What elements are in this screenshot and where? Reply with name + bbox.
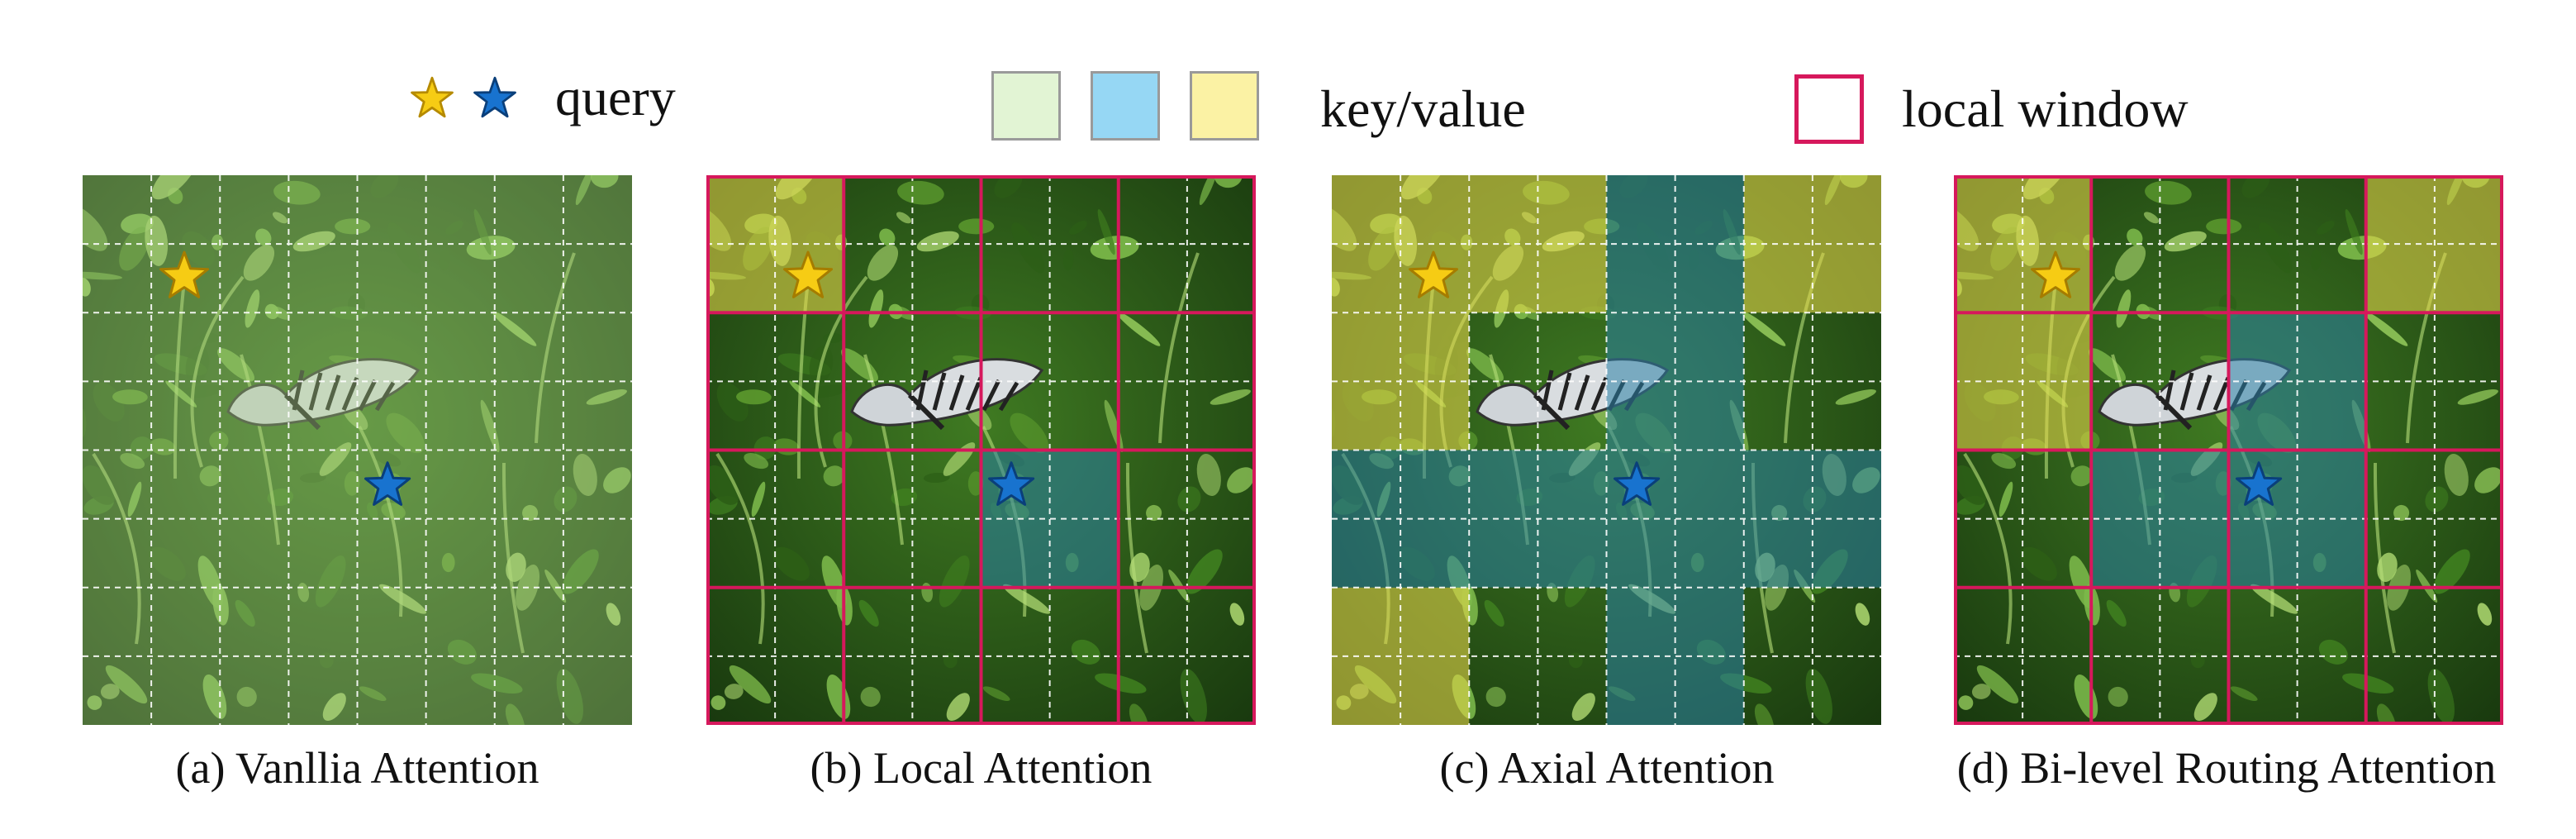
blue-query-star-icon — [364, 461, 411, 506]
yellow-query-star-icon — [159, 250, 210, 298]
attention-grid-b — [706, 175, 1256, 725]
caption-axial-attention: (c) Axial Attention — [1439, 743, 1775, 793]
legend-window-label: local window — [1902, 79, 2189, 138]
local-window-swatch — [1794, 74, 1864, 144]
legend: query key/value local window — [0, 0, 2576, 165]
panel-vanilla-attention — [83, 175, 632, 725]
keyvalue-swatch-yellow — [1190, 71, 1259, 141]
attention-grid-d — [1954, 175, 2503, 725]
yellow-query-star-icon — [1409, 250, 1459, 298]
butterfly — [226, 358, 421, 431]
keyvalue-swatch-blue — [1091, 71, 1160, 141]
blue-query-star-icon — [2235, 461, 2283, 506]
keyvalue-swatch-green — [991, 71, 1061, 141]
token-grid — [1332, 175, 1881, 725]
local-window-grid — [1954, 175, 2503, 725]
yellow-query-star-icon — [2031, 250, 2081, 298]
legend-query-label: query — [555, 68, 676, 126]
butterfly — [850, 358, 1044, 431]
local-window-grid — [706, 175, 1256, 725]
caption-vanilla-attention: (a) Vanllia Attention — [175, 743, 539, 793]
legend-keyvalue-label: key/value — [1320, 79, 1526, 138]
yellow-star-icon — [411, 76, 454, 118]
blue-star-icon — [473, 76, 516, 118]
caption-local-attention: (b) Local Attention — [810, 743, 1153, 793]
blue-query-star-icon — [1613, 461, 1661, 506]
token-grid — [83, 175, 632, 725]
caption-bilevel-routing-attention: (d) Bi-level Routing Attention — [1956, 743, 2497, 793]
panel-local-attention — [706, 175, 1256, 725]
panel-bilevel-routing-attention — [1954, 175, 2503, 725]
attention-grid-a — [83, 175, 632, 725]
attention-grid-c — [1332, 175, 1881, 725]
foliage-leaves — [83, 175, 631, 725]
yellow-query-star-icon — [783, 250, 834, 298]
panel-axial-attention — [1332, 175, 1881, 725]
blue-query-star-icon — [987, 461, 1035, 506]
